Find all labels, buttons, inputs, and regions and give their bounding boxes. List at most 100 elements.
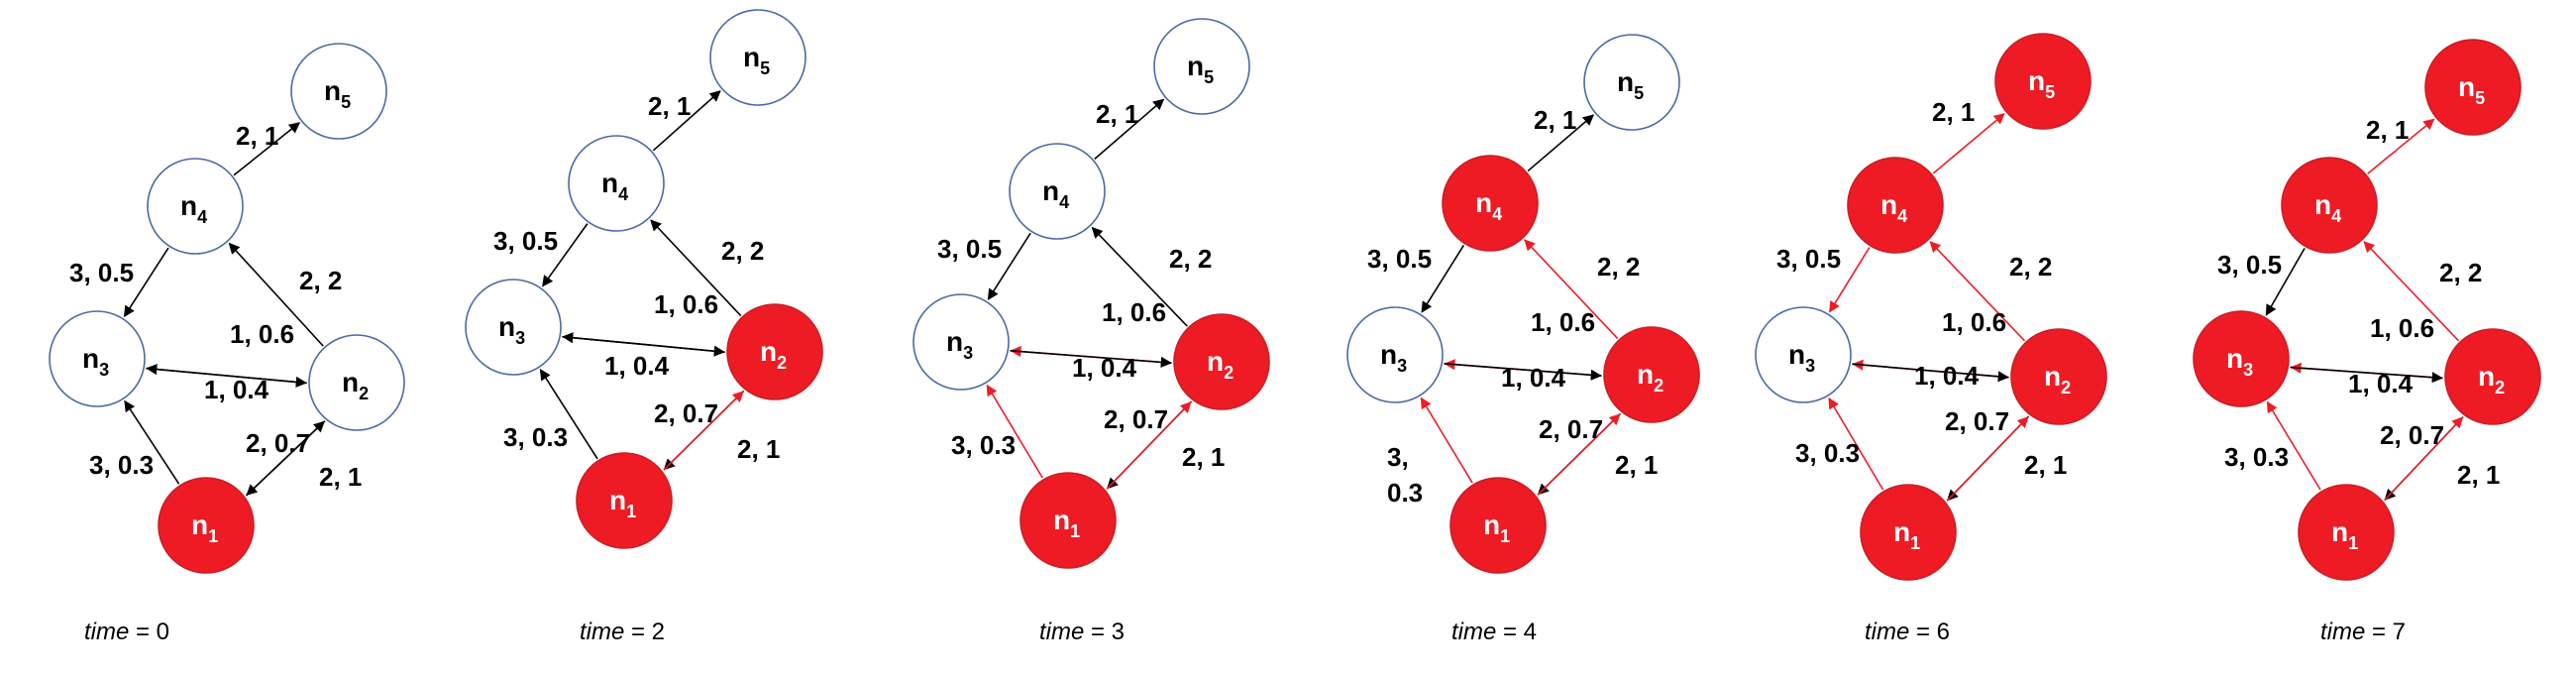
- edge-n1-to-n3: [1420, 396, 1473, 484]
- edge-label-n2-n3: 1, 0.6: [230, 319, 294, 349]
- node-label-n2: n2: [1207, 346, 1234, 383]
- edge-n2-to-n4: [1091, 226, 1188, 327]
- node-label-n2: n2: [2478, 361, 2505, 397]
- node-label-n2: n2: [2044, 361, 2071, 397]
- node-label-n4: n4: [2314, 189, 2341, 226]
- edge-n2-to-n4: [1929, 241, 2026, 342]
- edge-label-n1-n2: 2, 1: [319, 462, 362, 492]
- node-label-n1: n1: [1483, 509, 1510, 546]
- node-n2-infected: [2444, 328, 2541, 425]
- edge-n1-to-n3: [124, 399, 180, 485]
- edge-label-n3-n2: 1, 0.4: [1072, 353, 1137, 383]
- edge-n4-to-n5: [1932, 113, 2005, 174]
- edge-label-n1-n3: 3, 0.3: [951, 430, 1016, 460]
- node-label-n2: n2: [760, 336, 787, 373]
- node-label-n1: n1: [191, 509, 218, 546]
- node-label-n3: n3: [498, 311, 525, 348]
- node-n1-infected: [1860, 484, 1957, 581]
- edge-label-n1-n2: 2, 1: [737, 434, 780, 464]
- edge-n2-to-n4: [228, 242, 324, 347]
- node-label-n5: n5: [2028, 65, 2055, 102]
- edge-label-n2-n3: 1, 0.6: [1942, 307, 2006, 337]
- edge-n4-to-n5: [233, 122, 301, 176]
- node-label-n4: n4: [180, 190, 207, 227]
- edge-n4-to-n3: [542, 223, 589, 287]
- edge-label-n2-n4: 2, 2: [1597, 252, 1640, 282]
- node-n3-infected: [2193, 310, 2290, 407]
- node-n1-infected: [576, 452, 673, 549]
- node-n1-infected: [1449, 477, 1547, 574]
- time-caption: time = 3: [1039, 619, 1125, 645]
- edge-n3-to-n2: [562, 335, 725, 357]
- time-caption: time = 2: [580, 619, 665, 645]
- edge-label-n1-n3: 3, 0.3: [89, 450, 154, 480]
- edge-label-n2-n3: 1, 0.6: [1531, 307, 1595, 337]
- node-n5: [1153, 18, 1250, 115]
- edge-label-n3-n2: 1, 0.4: [204, 375, 269, 404]
- edge-label-n4-n5: 2, 1: [648, 91, 691, 121]
- node-n4-infected: [1442, 155, 1539, 252]
- edge-label-n2-n4: 2, 2: [299, 266, 342, 295]
- node-n3: [912, 293, 1010, 391]
- time-caption: time = 0: [84, 619, 169, 645]
- edge-n1-to-n2: [1106, 401, 1192, 490]
- edge-label-n2-n3: 1, 0.6: [1102, 297, 1166, 327]
- time-caption: time = 4: [1451, 619, 1537, 645]
- edge-label-n4-n5: 2, 1: [2366, 115, 2409, 145]
- edge-label-n2-n1: 2, 0.7: [246, 428, 310, 458]
- edge-n3-to-n2: [1010, 349, 1172, 368]
- edge-n4-to-n3: [987, 232, 1031, 300]
- node-label-n5: n5: [324, 75, 351, 112]
- edge-label-n2-n1: 2, 0.7: [1945, 406, 2009, 436]
- node-n4: [568, 135, 665, 232]
- node-label-n2: n2: [342, 367, 369, 403]
- edge-n1-to-n3: [539, 369, 598, 460]
- node-n5-infected: [1994, 33, 2092, 130]
- edge-label-n3-n2: 1, 0.4: [1501, 363, 1566, 393]
- edge-n1-to-n2: [1946, 416, 2029, 502]
- edge-label-n3-n2: 1, 0.4: [604, 351, 670, 381]
- node-n4-infected: [1847, 157, 1944, 254]
- edge-label-n1-n2: 2, 1: [2024, 450, 2067, 480]
- edge-n4-to-n3: [1829, 247, 1871, 313]
- node-label-n3: n3: [2226, 343, 2253, 380]
- node-label-n1: n1: [2331, 516, 2358, 553]
- edge-label-n4-n3: 3, 0.5: [1776, 244, 1841, 274]
- edge-label-n2-n1: 2, 0.7: [2380, 420, 2444, 450]
- node-label-n4: n4: [601, 168, 628, 204]
- node-n2-infected: [2010, 328, 2107, 425]
- node-n5: [1583, 34, 1680, 131]
- edge-label-n1-n2: 2, 1: [1615, 450, 1658, 480]
- node-n3: [1346, 306, 1444, 403]
- edge-label-n2-n1: 2, 0.7: [1104, 404, 1168, 434]
- edge-label-n1-n3: 3, 0.3: [2224, 442, 2289, 472]
- edge-n2-to-n4: [2363, 241, 2460, 342]
- node-label-n3: n3: [1788, 339, 1815, 376]
- node-label-n3: n3: [82, 343, 109, 380]
- edge-n3-to-n2: [1852, 363, 2009, 383]
- node-n1-infected: [1020, 472, 1117, 569]
- node-label-n4: n4: [1475, 187, 1502, 224]
- node-n1-infected: [2298, 484, 2395, 581]
- edge-n4-to-n3: [1421, 244, 1465, 313]
- edge-n3-to-n2: [1444, 363, 1602, 381]
- edge-label-n1-n3: 3, 0.3: [503, 422, 568, 452]
- edge-n4-to-n5: [1094, 98, 1165, 160]
- edge-n1-to-n2: [1537, 413, 1621, 496]
- node-label-n3: n3: [946, 326, 973, 363]
- node-n4-infected: [2281, 157, 2378, 254]
- edge-label-n3-n2: 1, 0.4: [1914, 361, 1980, 391]
- node-n5: [290, 43, 387, 140]
- edge-n3-to-n2: [146, 367, 307, 388]
- node-n1-infected: [158, 477, 255, 574]
- edge-label-n2-n1: 2, 0.7: [1539, 414, 1603, 444]
- edge-label-n2-n4: 2, 2: [1169, 244, 1212, 274]
- edge-label-n4-n3: 3, 0.5: [493, 226, 558, 256]
- edge-n4-to-n5: [2367, 118, 2435, 174]
- edge-n4-to-n5: [652, 90, 721, 152]
- edge-n2-to-n4: [1524, 239, 1619, 340]
- node-label-n4: n4: [1880, 189, 1907, 226]
- node-label-n5: n5: [1187, 51, 1214, 87]
